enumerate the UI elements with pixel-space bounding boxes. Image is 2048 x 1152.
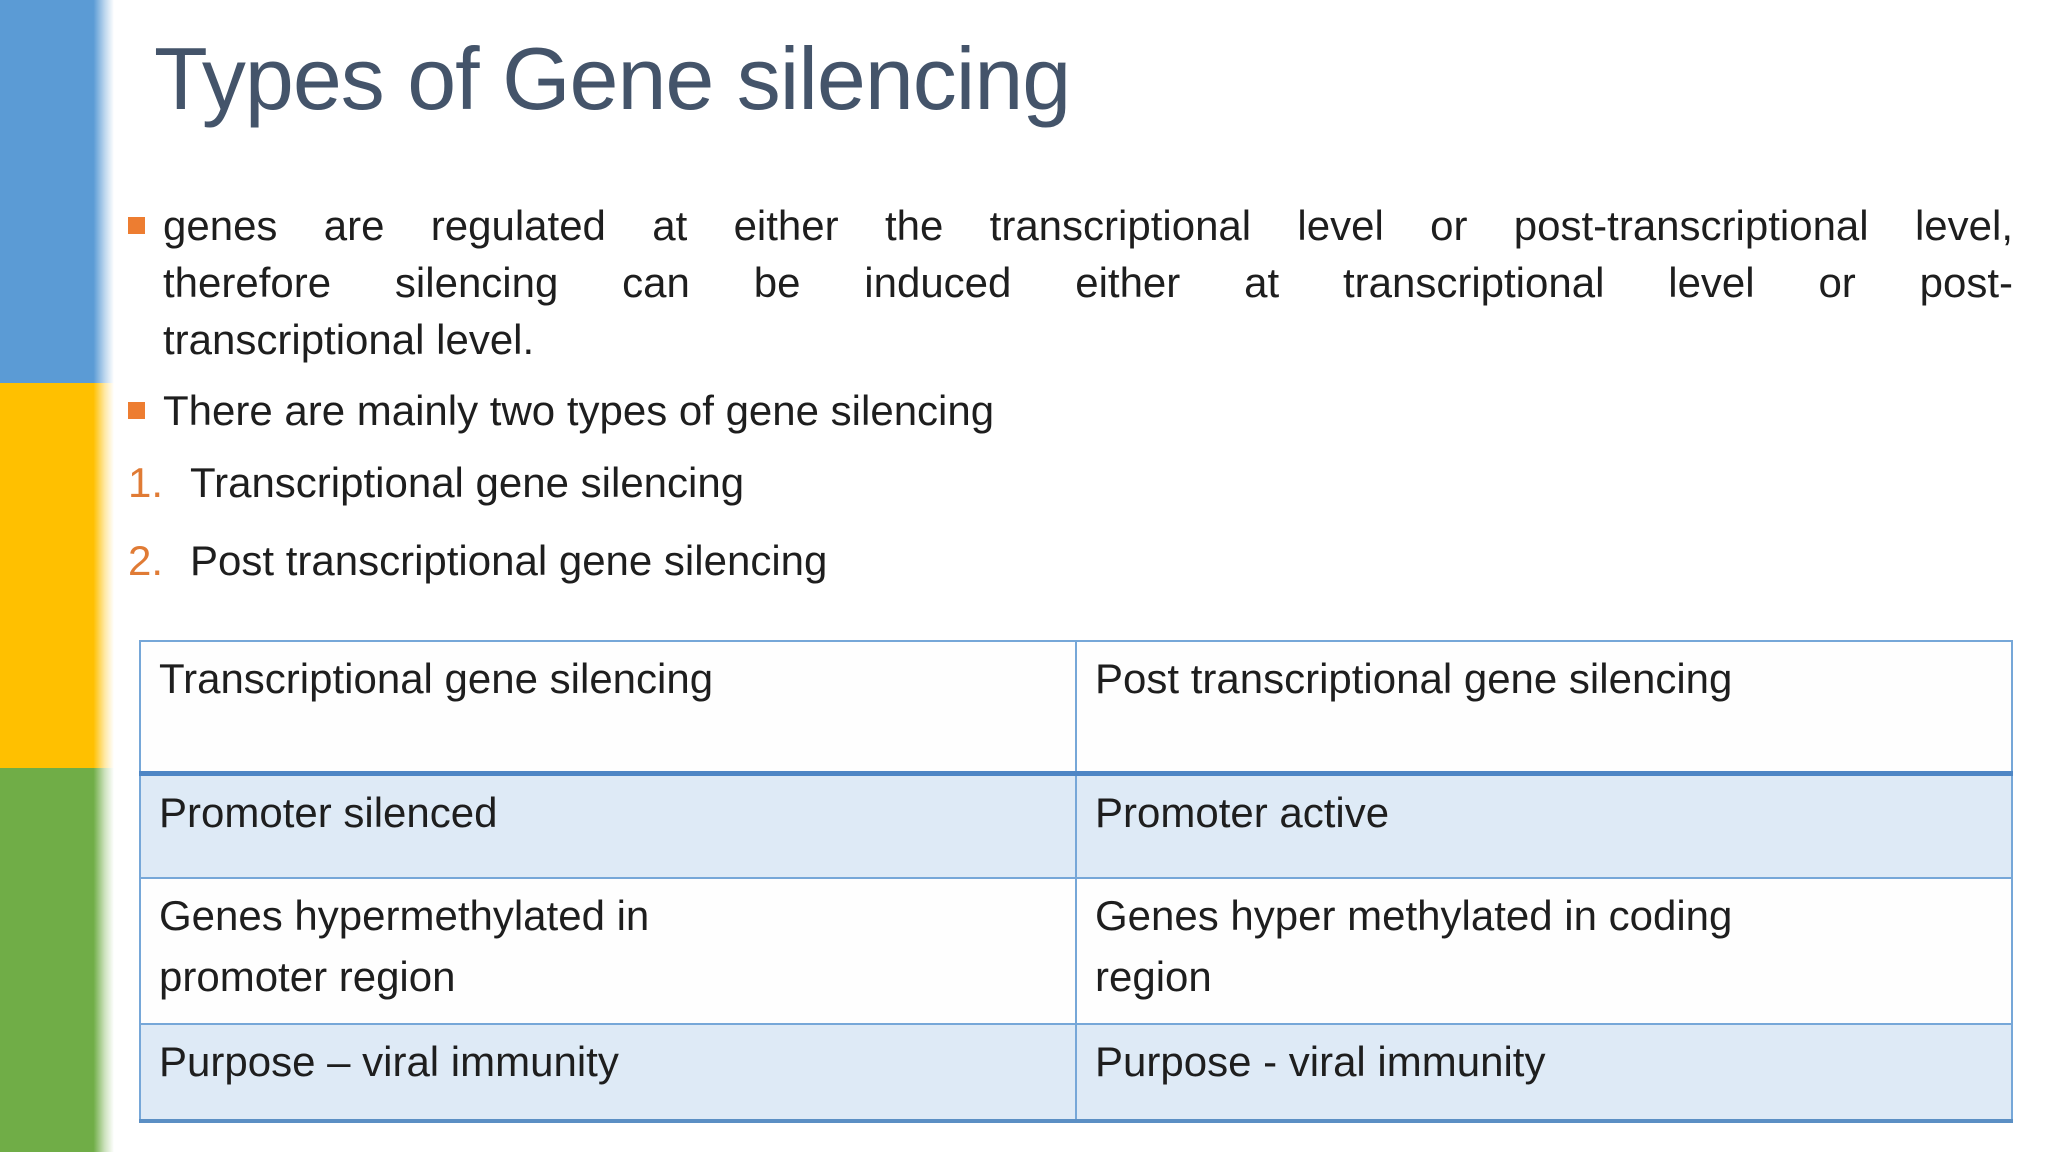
bullet-2-text: There are mainly two types of gene silen…: [163, 387, 995, 434]
paragraph-line: genes are regulated at either the transc…: [163, 202, 2013, 249]
table-cell: Purpose – viral immunity: [139, 1023, 1077, 1123]
table-row: Purpose – viral immunity Purpose - viral…: [139, 1023, 2013, 1123]
table-cell: Promoter silenced: [139, 772, 1077, 879]
numbered-item-1: 1. Transcriptional gene silencing: [128, 454, 744, 511]
item-text: Transcriptional gene silencing: [190, 459, 745, 506]
paragraph-line: transcriptional level.: [163, 316, 535, 363]
table-header-cell: Transcriptional gene silencing: [139, 640, 1077, 776]
table-header-row: Transcriptional gene silencing Post tran…: [139, 640, 2013, 776]
bullet-square-icon: [128, 402, 145, 419]
comparison-table: Transcriptional gene silencing Post tran…: [139, 640, 2013, 1123]
sidebar-block-yellow: [0, 383, 114, 768]
table-cell: Genes hyper methylated in coding region: [1075, 877, 2013, 1025]
table-cell: Promoter active: [1075, 772, 2013, 879]
numbered-item-2: 2. Post transcriptional gene silencing: [128, 532, 827, 589]
bullet-paragraph-1: genes are regulated at either the transc…: [128, 197, 2013, 368]
table-header-cell: Post transcriptional gene silencing: [1075, 640, 2013, 776]
item-number: 1.: [128, 459, 164, 506]
paragraph-line: therefore silencing can be induced eithe…: [163, 259, 2013, 306]
page-title: Types of Gene silencing: [154, 29, 1071, 128]
table-cell: Genes hypermethylated in promoter region: [139, 877, 1077, 1025]
table-cell: Purpose - viral immunity: [1075, 1023, 2013, 1123]
item-text: Post transcriptional gene silencing: [190, 537, 828, 584]
item-number: 2.: [128, 537, 164, 584]
table-row: Promoter silenced Promoter active: [139, 772, 2013, 879]
sidebar-accent-bar: [0, 0, 114, 1152]
bullet-paragraph-2: There are mainly two types of gene silen…: [128, 382, 2013, 439]
sidebar-block-green: [0, 768, 114, 1152]
paragraph-text: genes are regulated at either the transc…: [163, 197, 2013, 368]
sidebar-block-blue: [0, 0, 114, 383]
bullet-square-icon: [128, 217, 145, 234]
table-row: Genes hypermethylated in promoter region…: [139, 877, 2013, 1025]
